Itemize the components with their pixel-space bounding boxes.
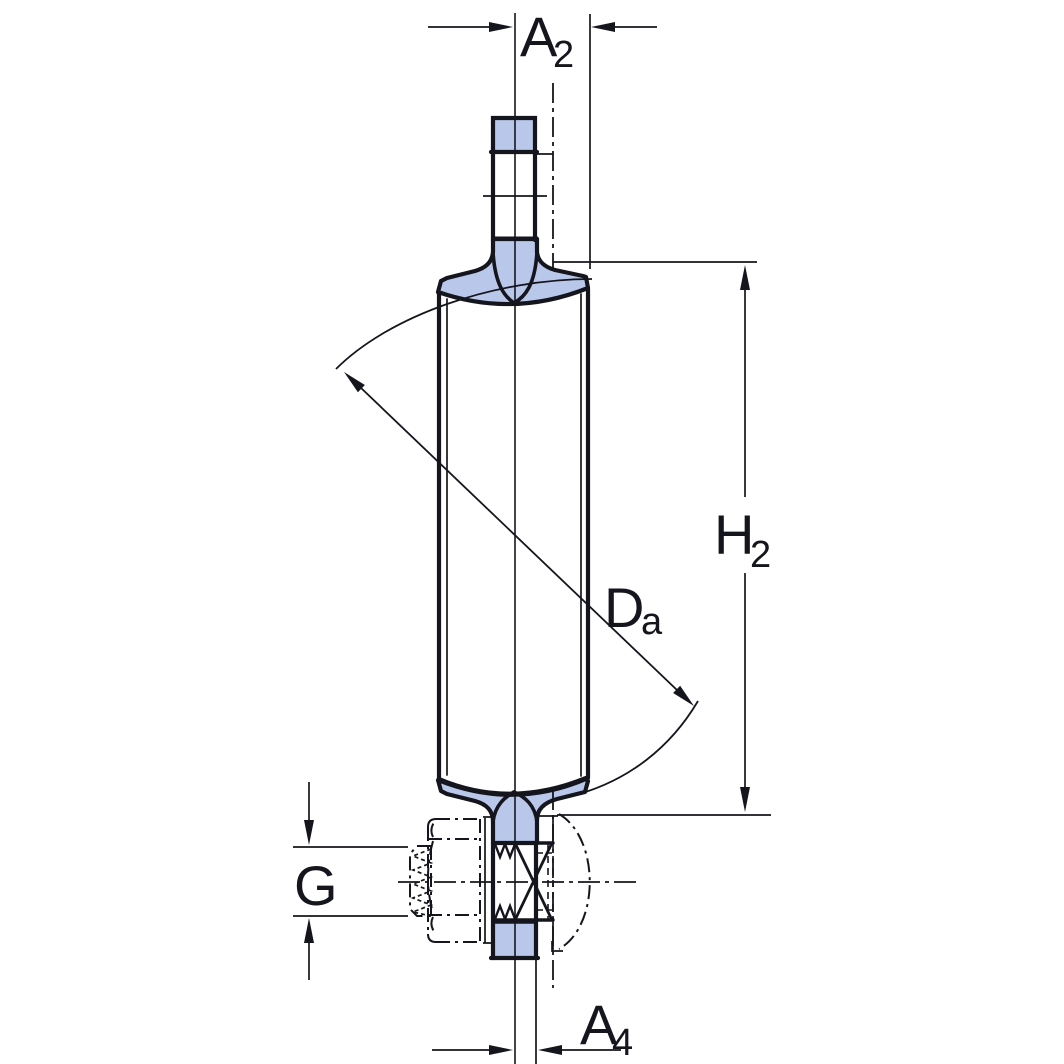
h2-label: H — [714, 503, 754, 566]
a2-arrowhead-right — [591, 22, 615, 32]
a2-arrowhead-left — [489, 22, 513, 32]
nut-chamfer-arcs-small — [430, 820, 436, 934]
bottom-fillet-left — [491, 790, 516, 824]
g-arrowhead-bottom — [304, 918, 314, 943]
a4-arrowhead-right — [538, 1045, 562, 1055]
dimension-a4: A 4 — [432, 960, 633, 1064]
bottom-fillet-right — [512, 790, 539, 824]
thread-zigzag-top — [493, 840, 517, 861]
top-pin-outline — [490, 115, 538, 243]
dimension-da: D a — [335, 278, 699, 798]
hidden-hole-ticks — [538, 852, 556, 911]
da-label-sub: a — [641, 601, 663, 643]
washer-left-ticks — [483, 816, 493, 944]
nut-corners — [427, 818, 437, 943]
da-arrowhead-lower — [673, 685, 694, 706]
right-step-detail — [551, 941, 563, 952]
centerlines — [398, 13, 636, 1064]
h2-arrowhead-top — [740, 265, 750, 290]
sphere-extension-arc-top — [335, 278, 593, 370]
top-fillet-left — [491, 250, 516, 305]
phantom-hex-nut — [409, 818, 481, 943]
dimension-g: G — [293, 782, 408, 980]
da-label: D — [604, 576, 644, 639]
part-outlines — [436, 115, 591, 961]
a4-label-sub: 4 — [612, 1022, 633, 1064]
g-label: G — [294, 854, 338, 917]
h2-arrowhead-bottom — [740, 787, 750, 812]
stud-tip-outline — [409, 845, 431, 917]
a2-label: A — [520, 5, 558, 68]
da-arrowhead-upper — [344, 372, 365, 393]
h2-label-sub: 2 — [750, 534, 771, 576]
top-flange — [435, 236, 591, 307]
g-arrowhead-top — [304, 820, 314, 845]
sphere-extension-arc-bottom — [567, 700, 699, 798]
nut-flat-lines — [428, 838, 480, 916]
dimension-a2: A 2 — [428, 5, 657, 269]
thread-zigzag-bottom — [493, 902, 517, 923]
phantom-nut-chamfer-arc-right — [558, 813, 591, 950]
a2-label-sub: 2 — [553, 34, 574, 76]
dimension-h2: H 2 — [553, 261, 771, 816]
part-blue-fills — [435, 119, 591, 957]
top-fillet-right — [512, 250, 539, 305]
a4-label: A — [580, 993, 618, 1056]
a4-arrowhead-left — [489, 1045, 513, 1055]
da-dimension-line — [359, 386, 679, 692]
nut-outline — [427, 818, 481, 943]
